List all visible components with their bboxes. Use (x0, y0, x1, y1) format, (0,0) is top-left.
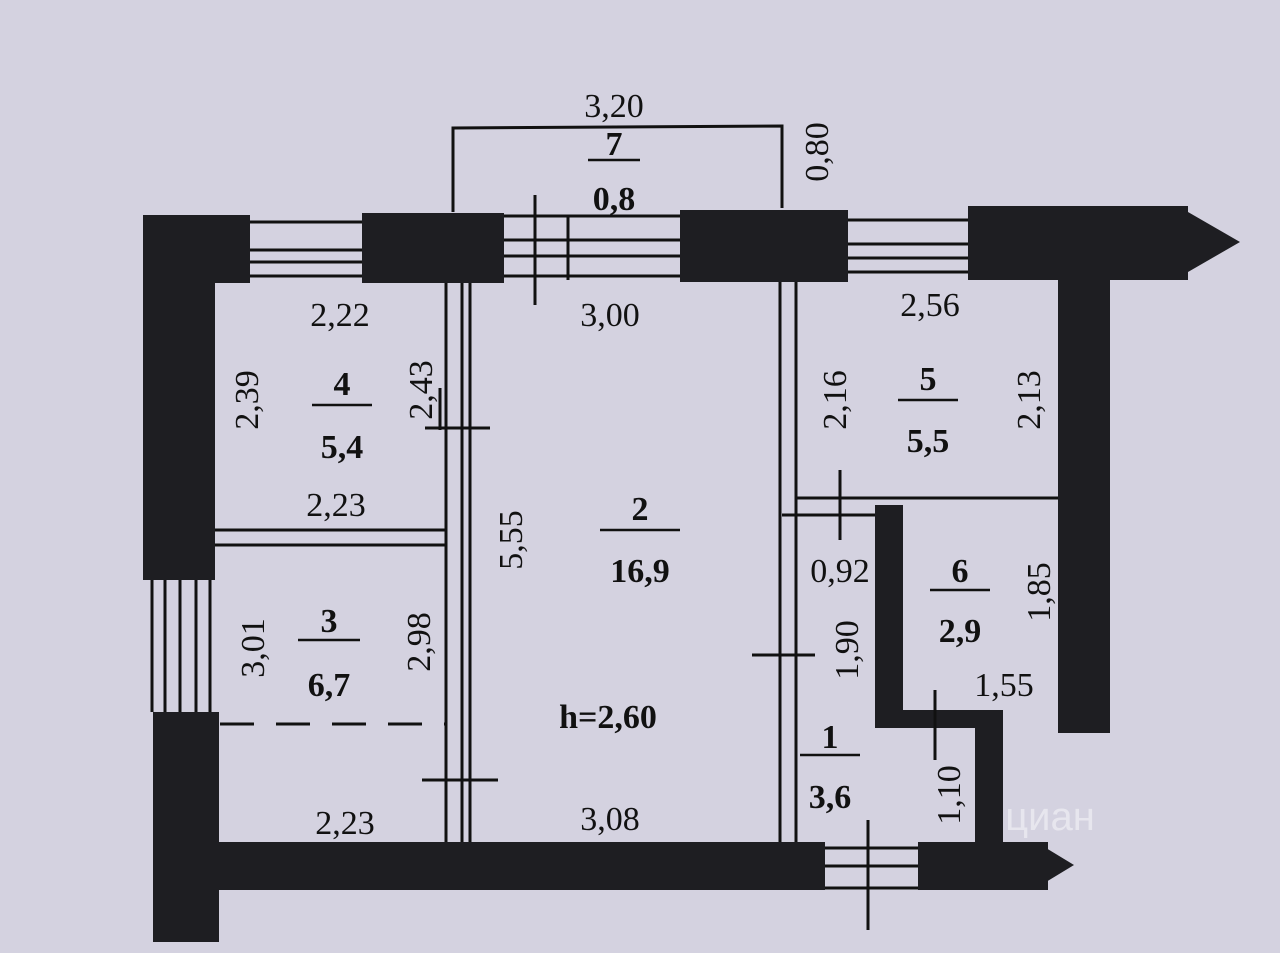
dim-room5-right: 2,13 (1011, 370, 1048, 430)
wall-top-mid-left (362, 213, 504, 283)
room2-number: 2 (632, 491, 649, 528)
partitions (215, 282, 1058, 930)
dim-bath-bottom: 1,55 (974, 667, 1034, 704)
dimension-labels: 3,20 2,22 3,00 2,56 2,23 0,92 1,55 2,23 … (229, 88, 1058, 842)
room4-number: 4 (334, 366, 351, 403)
watermark: циан (1005, 795, 1095, 839)
dim-room4-right: 2,43 (403, 360, 440, 420)
dim-room4-top: 2,22 (310, 297, 370, 334)
dim-balcony-depth: 0,80 (799, 122, 836, 182)
room7-area: 0,8 (593, 181, 636, 218)
dim-room3-bottom: 2,23 (315, 805, 375, 842)
dim-room4-left: 2,39 (229, 370, 266, 430)
balcony-outline (451, 124, 784, 212)
wall-top-right (968, 206, 1188, 280)
wall-left-lower (153, 712, 219, 942)
dim-hall-width: 0,92 (810, 553, 870, 590)
room3-number: 3 (321, 603, 338, 640)
room1-area: 3,6 (809, 779, 852, 816)
wall-bath-left (875, 505, 903, 727)
room1-number: 1 (822, 719, 839, 756)
room6-number: 6 (952, 553, 969, 590)
room2-area: 16,9 (610, 553, 670, 590)
dim-hall-side: 1,90 (829, 620, 866, 680)
dim-room4-bottom: 2,23 (306, 487, 366, 524)
dim-room2-bottom: 3,08 (580, 801, 640, 838)
wall-entry-right (975, 710, 1003, 850)
dim-bath-right: 1,85 (1021, 562, 1058, 622)
wall-left-upper (143, 215, 215, 580)
dim-room5-top: 2,56 (900, 287, 960, 324)
wall-bottom-left (153, 842, 825, 890)
wall-right (1058, 278, 1110, 733)
fraction-bars (298, 158, 990, 757)
room6-area: 2,9 (939, 613, 982, 650)
room5-number: 5 (920, 361, 937, 398)
room-labels: 7 0,8 4 5,4 5 5,5 2 16,9 6 2,9 3 6,7 1 3… (308, 126, 982, 816)
dim-room3-right: 2,98 (401, 612, 438, 672)
ceiling-height: h=2,60 (559, 699, 657, 736)
dim-entry-side: 1,10 (931, 765, 968, 825)
exterior-walls (143, 206, 1240, 942)
room3-area: 6,7 (308, 667, 351, 704)
dim-room2-top: 3,00 (580, 297, 640, 334)
room4-area: 5,4 (321, 429, 364, 466)
wall-bottom-arrow (1046, 848, 1074, 882)
dim-room2-side: 5,55 (493, 510, 530, 570)
dim-balcony-width: 3,20 (584, 88, 644, 125)
dim-room3-left: 3,01 (235, 618, 272, 678)
room5-area: 5,5 (907, 423, 950, 460)
wall-top-arrow (1188, 212, 1240, 272)
room7-number: 7 (606, 126, 623, 163)
wall-top-mid-right (680, 210, 848, 282)
windows (150, 195, 968, 890)
dim-room5-left: 2,16 (817, 370, 854, 430)
